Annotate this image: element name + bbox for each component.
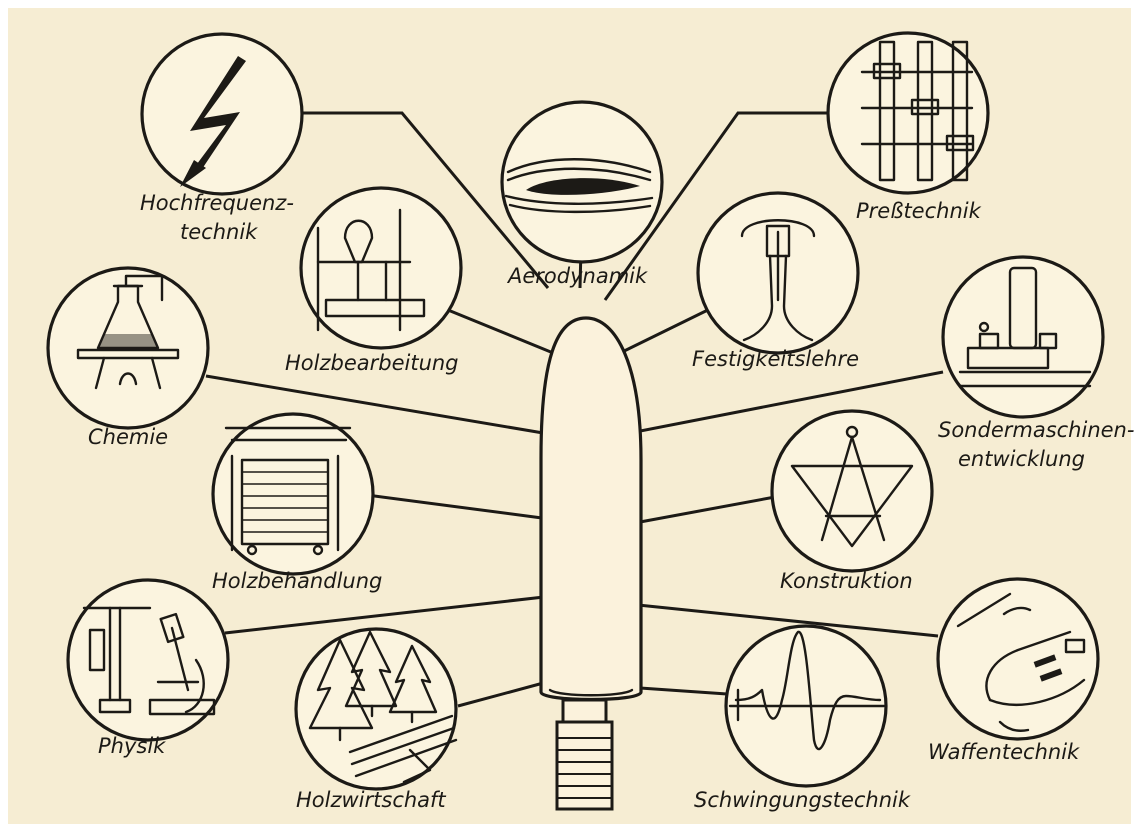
topic-label-waffentechnik: Waffentechnik	[928, 740, 1080, 764]
topic-label-aerodynamik: Aerodynamik	[506, 264, 648, 288]
aircraft-nose-icon	[956, 592, 1086, 732]
central-projectile	[539, 316, 643, 811]
wood-stack-icon	[224, 426, 352, 556]
topic-label-presstechnik: Preßtechnik	[856, 199, 982, 223]
topic-holzbehandlung: Holzbehandlung	[211, 412, 382, 593]
topic-label-physik: Physik	[98, 734, 166, 758]
topic-schwingungstechnik: Schwingungstechnik	[694, 624, 911, 812]
microscope-icon	[82, 606, 216, 716]
topic-konstruktion: Konstruktion	[770, 409, 934, 593]
airfoil-icon	[504, 158, 654, 214]
topic-label-chemie: Chemie	[88, 425, 168, 449]
topic-aerodynamik: Aerodynamik	[500, 100, 664, 288]
topic-label-konstruktion: Konstruktion	[780, 569, 913, 593]
topic-label-schwingungstechnik: Schwingungstechnik	[694, 788, 911, 812]
flask-icon	[76, 274, 180, 390]
forest-logs-icon	[308, 630, 458, 784]
topic-label-holzwirtschaft: Holzwirtschaft	[296, 788, 446, 812]
compass-triangle-icon	[790, 425, 914, 548]
waveform-icon	[728, 630, 886, 750]
topic-presstechnik: Preßtechnik	[826, 31, 990, 223]
topic-festigkeitslehre: Festigkeitslehre	[692, 191, 860, 371]
topic-holzbearbeitung: Holzbearbeitung	[285, 186, 463, 375]
lightning-arrow-icon	[180, 56, 246, 187]
connector-lines	[205, 111, 944, 708]
topic-holzwirtschaft: Holzwirtschaft	[294, 627, 458, 812]
topic-sondermaschinen: Sondermaschinen- entwicklung	[938, 255, 1134, 471]
topic-label-holzbearbeitung: Holzbearbeitung	[285, 351, 459, 375]
topic-label-sondermaschinen-line2: entwicklung	[958, 447, 1085, 471]
press-stack-icon	[860, 40, 975, 182]
topic-chemie: Chemie	[46, 266, 210, 449]
topic-waffentechnik: Waffentechnik	[928, 577, 1100, 764]
topic-label-festigkeitslehre: Festigkeitslehre	[692, 347, 859, 371]
tensile-specimen-icon	[740, 219, 816, 342]
machine-icon	[958, 266, 1092, 388]
topic-label-hochfrequenz-line1: Hochfrequenz-	[140, 191, 294, 215]
topic-label-hochfrequenz-line2: technik	[180, 220, 258, 244]
topic-hochfrequenztechnik: Hochfrequenz- technik	[140, 32, 304, 244]
band-saw-icon	[316, 208, 426, 332]
topic-label-holzbehandlung: Holzbehandlung	[212, 569, 382, 593]
topic-label-sondermaschinen-line1: Sondermaschinen-	[938, 418, 1134, 442]
topic-physik: Physik	[66, 578, 230, 758]
